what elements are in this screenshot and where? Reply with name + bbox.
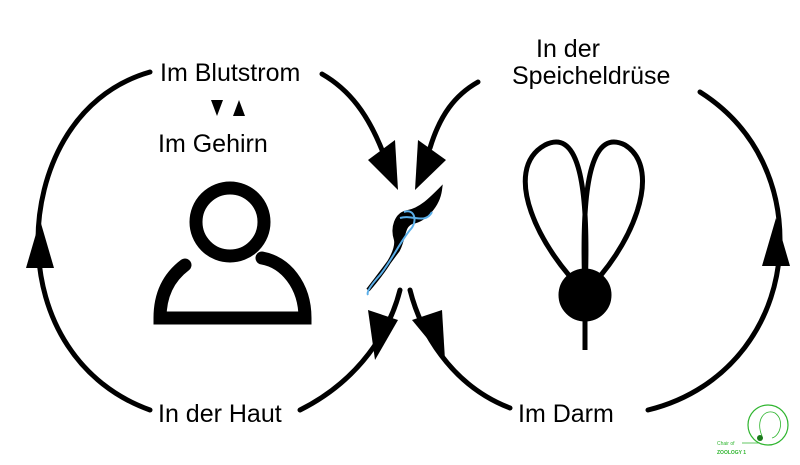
bloodstream-to-center-arc (319, 71, 385, 153)
arrow-up-left-icon (26, 220, 54, 268)
label-salivary-gland-line2: Speicheldrüse (512, 62, 671, 90)
arrow-to-center-right-icon (415, 140, 446, 190)
salivary-gland-icon (522, 139, 645, 350)
person-icon (153, 181, 312, 325)
center-to-skin-arc (297, 287, 403, 413)
label-gut: Im Darm (518, 400, 614, 428)
zoology-logo (742, 404, 789, 446)
arrow-from-center-left-icon (368, 310, 398, 360)
label-bloodstream: Im Blutstrom (160, 59, 301, 87)
label-skin: In der Haut (158, 400, 282, 428)
arrow-from-center-right-icon (412, 310, 445, 360)
center-to-gut-arc (407, 287, 513, 411)
left-outer-arc (35, 69, 153, 413)
right-outer-arc (645, 89, 783, 413)
logo-line2: ZOOLOGY 1 (717, 450, 747, 456)
trypanosome-icon (366, 184, 443, 296)
arrow-up-right-icon (762, 218, 790, 266)
label-brain: Im Gehirn (158, 130, 268, 158)
logo-line1: Chair of (717, 441, 735, 447)
triangle-down-icon (211, 100, 223, 116)
salivary-to-center-arc (427, 79, 481, 151)
triangle-up-icon (233, 100, 245, 116)
arrow-to-center-left-icon (368, 140, 398, 190)
label-salivary-gland-line1: In der (536, 35, 600, 63)
